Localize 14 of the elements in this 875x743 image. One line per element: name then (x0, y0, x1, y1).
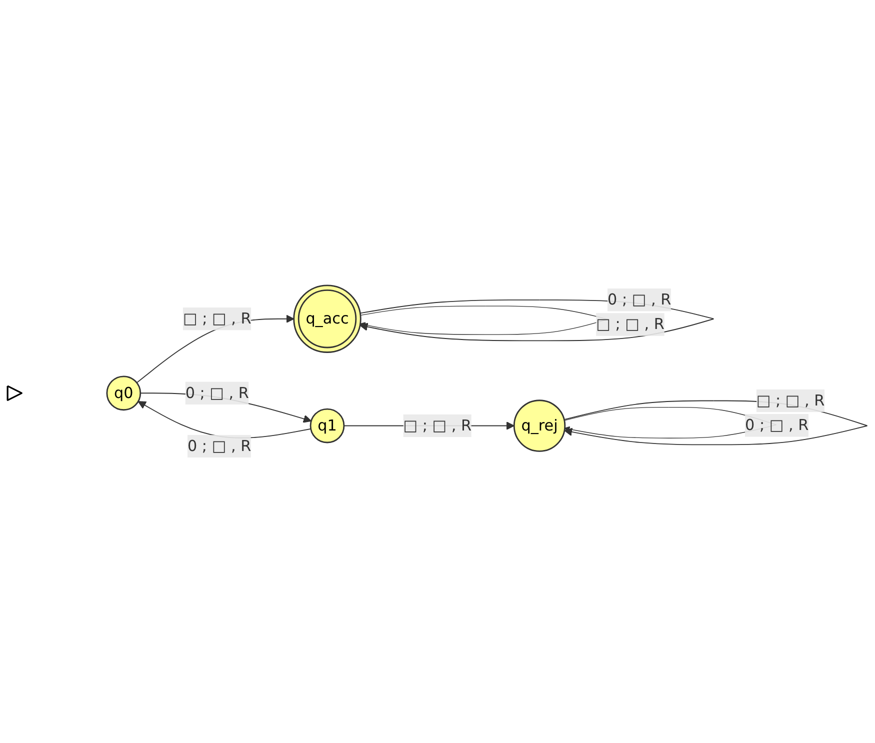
edge-label: 0 ; □ , R (187, 434, 252, 458)
state-circle: q_rej (513, 400, 566, 452)
edge-label: □ ; □ , R (756, 389, 825, 412)
start-triangle (6, 385, 22, 401)
state-circle: q1 (310, 408, 345, 444)
accept-state-circle: q_acc (293, 284, 362, 353)
state-circle: q0 (106, 376, 142, 411)
edge-label: 0 ; □ , R (745, 414, 809, 437)
edge-label: □ ; □ , R (182, 308, 252, 330)
edge-label: 0 ; □ , R (185, 382, 249, 404)
edge-label: □ ; □ , R (403, 414, 472, 438)
edge-label: 0 ; □ , R (608, 288, 672, 312)
edge-label: □ ; □ , R (596, 313, 664, 336)
loop-arrow (564, 400, 868, 446)
